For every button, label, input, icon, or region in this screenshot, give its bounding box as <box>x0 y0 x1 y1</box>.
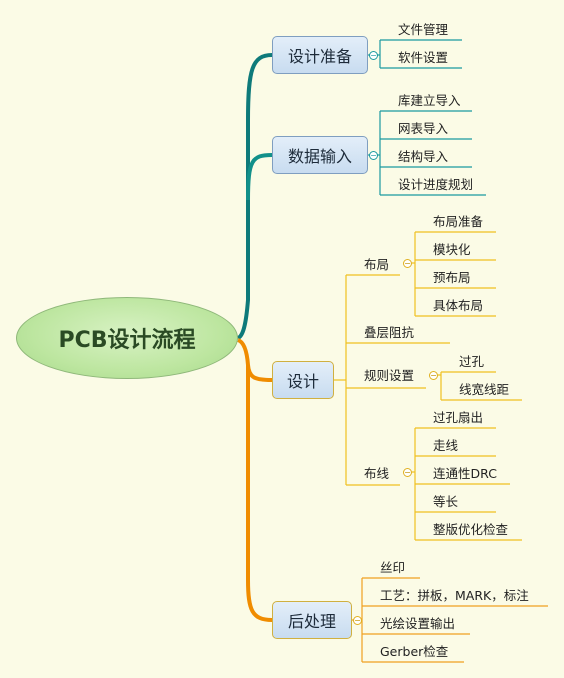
leaf-process-panelization[interactable]: 工艺：拼板，MARK，标注 <box>380 588 529 603</box>
collapse-toggle-data-input[interactable]: − <box>369 151 378 160</box>
leaf-modularization[interactable]: 模块化 <box>433 242 471 257</box>
leaf-silkscreen[interactable]: 丝印 <box>380 560 406 575</box>
root-node[interactable]: PCB设计流程 <box>16 297 238 379</box>
branch-design-prep[interactable]: 设计准备 <box>272 36 368 74</box>
collapse-toggle-design-prep[interactable]: − <box>369 51 378 60</box>
branch-design[interactable]: 设计 <box>272 361 334 399</box>
leaf-connectivity-drc[interactable]: 连通性DRC <box>433 466 497 481</box>
leaf-file-management[interactable]: 文件管理 <box>398 22 449 37</box>
leaf-placement-prep[interactable]: 布局准备 <box>433 214 484 229</box>
trunk-connector-2 <box>246 153 273 201</box>
node-placement[interactable]: 布局 <box>364 257 390 272</box>
leaf-length-matching[interactable]: 等长 <box>433 494 459 509</box>
leaf-via-fanout[interactable]: 过孔扇出 <box>433 410 484 425</box>
leaf-netlist-import[interactable]: 网表导入 <box>398 121 449 136</box>
leaf-structure-import[interactable]: 结构导入 <box>398 149 449 164</box>
collapse-toggle-placement[interactable]: − <box>403 259 412 268</box>
trunk-connector-4 <box>246 365 273 622</box>
leaf-detailed-placement[interactable]: 具体布局 <box>433 298 484 313</box>
leaf-via[interactable]: 过孔 <box>459 354 485 369</box>
trunk-connector-1 <box>236 53 273 340</box>
leaf-library-import[interactable]: 库建立导入 <box>398 93 461 108</box>
collapse-toggle-rule-settings[interactable]: − <box>429 371 438 380</box>
leaf-board-optimization-check[interactable]: 整版优化检查 <box>433 522 509 537</box>
branch-data-input[interactable]: 数据输入 <box>272 136 368 174</box>
leaf-trace-width-spacing[interactable]: 线宽线距 <box>459 382 510 397</box>
branch-post-processing[interactable]: 后处理 <box>272 601 352 639</box>
node-routing[interactable]: 布线 <box>364 466 390 481</box>
leaf-schedule-planning[interactable]: 设计进度规划 <box>398 177 474 192</box>
collapse-toggle-post-processing[interactable]: − <box>353 616 362 625</box>
leaf-software-settings[interactable]: 软件设置 <box>398 50 449 65</box>
node-stackup-impedance[interactable]: 叠层阻抗 <box>364 325 415 340</box>
node-rule-settings[interactable]: 规则设置 <box>364 368 415 383</box>
leaf-pre-placement[interactable]: 预布局 <box>433 270 471 285</box>
trunk-connector-3 <box>237 338 273 382</box>
leaf-photoplot-output[interactable]: 光绘设置输出 <box>380 616 456 631</box>
leaf-gerber-check[interactable]: Gerber检查 <box>380 644 449 659</box>
branch2-lines <box>368 110 486 196</box>
leaf-trace-routing[interactable]: 走线 <box>433 438 459 453</box>
branch3-lines <box>334 231 522 541</box>
collapse-toggle-routing[interactable]: − <box>403 468 412 477</box>
